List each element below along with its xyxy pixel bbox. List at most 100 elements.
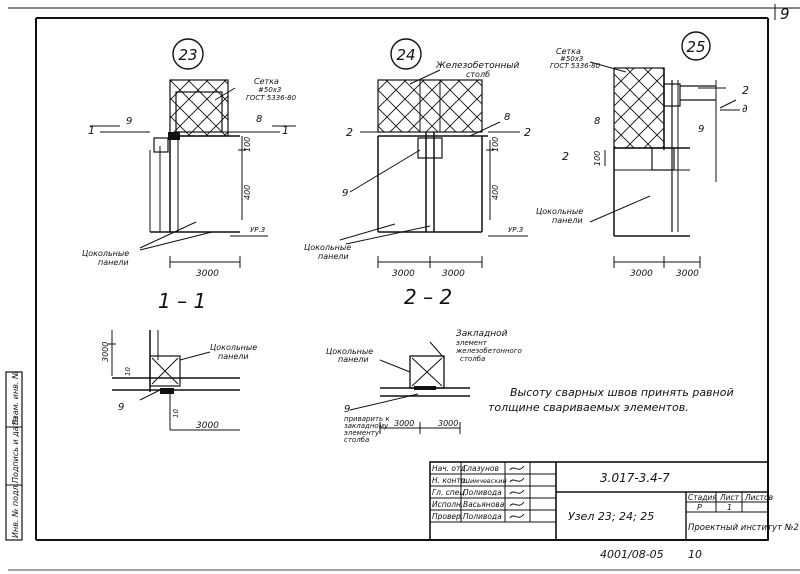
s22-emb-2: элемент — [456, 339, 488, 347]
s22-weld-3: элементу — [344, 429, 380, 437]
d23-mesh-label-2: #50x3 — [258, 86, 281, 94]
d25-base-label-1: Цокольные — [536, 207, 583, 216]
side-stamp-replace: Взам. инв. № — [11, 371, 20, 425]
d23-base-label-2: панели — [98, 258, 129, 267]
detail-23: 23 — [90, 38, 296, 268]
section-1-1-title: 1 – 1 — [158, 289, 206, 313]
d24-level: УР.3 — [508, 226, 523, 234]
s22-mark-9: 9 — [344, 404, 350, 415]
tb-role-5: Провер. — [432, 512, 463, 521]
d25-mark-right: 2 — [742, 84, 749, 97]
title-block — [429, 461, 769, 541]
detail-25-number: 25 — [686, 38, 705, 56]
section-1-1 — [108, 330, 240, 431]
tb-sheet-header: Лист — [719, 493, 740, 502]
detail-25-callout — [681, 31, 711, 61]
s11-dim-10b: 10 — [172, 409, 180, 418]
d24-column-label-1: Железобетонный — [435, 61, 520, 71]
s22-label-2: панели — [338, 355, 369, 364]
s11-dim-vertical: 3000 — [101, 342, 110, 362]
d25-dim-right: 3000 — [676, 269, 699, 279]
d24-dim-left: 3000 — [392, 269, 415, 279]
tb-institute: Проектный институт №2 — [688, 523, 799, 533]
tb-name-2: Шимчевский — [463, 477, 507, 485]
detail-24-number: 24 — [396, 46, 415, 64]
note-line-2: толщине свариваемых элементов. — [488, 401, 689, 414]
d25-dim-left: 3000 — [630, 269, 653, 279]
sheet-number: 9 — [780, 5, 790, 23]
d24-dim-100: 100 — [491, 137, 500, 152]
s22-emb-1: Закладной — [456, 329, 508, 339]
d24-mark-left: 2 — [346, 126, 353, 139]
d25-mark-8: 8 — [594, 116, 600, 127]
note-line-1: Высоту сварных швов принять равной — [510, 386, 734, 399]
s22-weld-2: закладному — [344, 422, 389, 430]
d24-base-label-1: Цокольные — [304, 243, 351, 252]
tb-role-2: Н. контр. — [432, 476, 468, 485]
side-stamp-inv: Инв. № подл. — [11, 483, 20, 538]
s22-dim-right: 3000 — [438, 419, 458, 428]
d24-mark-9: 9 — [342, 188, 348, 199]
tb-role-4: Исполн. — [432, 500, 463, 509]
detail-23-number: 23 — [178, 46, 197, 64]
d25-mesh-label-1: Сетка — [556, 47, 581, 56]
d23-mesh-label-1: Сетка — [254, 77, 279, 86]
d25-mesh-label-3: ГОСТ 5336-80 — [550, 62, 601, 70]
d23-mesh-label-3: ГОСТ 5336-80 — [246, 94, 297, 102]
detail-24: 24 — [339, 38, 528, 268]
s22-emb-4: столба — [460, 355, 485, 363]
s22-emb-3: железобетонного — [455, 347, 522, 355]
d23-mark-9: 9 — [126, 116, 132, 127]
tb-name-1: Глазунов — [463, 464, 499, 473]
d23-wall-panel — [169, 79, 229, 137]
detail-25: 25 — [589, 31, 740, 268]
s22-label-1: Цокольные — [326, 347, 373, 356]
d25-mesh-label-2: #50x3 — [560, 55, 583, 63]
d23-mark-2: 1 — [282, 124, 289, 137]
tb-name-3: Поливода — [463, 488, 502, 497]
tb-role-3: Гл. спец. — [432, 488, 467, 497]
d23-mark-1: 1 — [88, 124, 95, 137]
tb-stage: Р — [697, 503, 702, 512]
s11-label-1: Цокольные — [210, 343, 257, 352]
sheet-frame — [8, 4, 800, 541]
d23-dim-400: 400 — [243, 185, 252, 200]
d25-base-label-2: панели — [552, 216, 583, 225]
d25-mark-d: ∂ — [742, 102, 748, 115]
d25-dim-100: 100 — [593, 151, 602, 166]
detail-23-callout — [172, 38, 204, 70]
s22-weld-1: приварить к — [344, 415, 390, 423]
d24-mark-right: 2 — [524, 126, 531, 139]
d23-level: УР.3 — [250, 226, 265, 234]
d24-dim-right: 3000 — [442, 269, 465, 279]
s11-label-2: панели — [218, 352, 249, 361]
tb-name-4: Васьянова — [463, 500, 505, 509]
tb-title: Узел 23; 24; 25 — [568, 510, 654, 523]
bottom-code: 4001/08-05 — [600, 548, 664, 561]
side-stamp-sign: Подпись и дата — [11, 417, 20, 483]
d24-column — [377, 79, 483, 133]
d24-mark-8: 8 — [504, 112, 510, 123]
section-2-2-title: 2 – 2 — [404, 285, 452, 309]
detail-24-callout — [390, 38, 422, 70]
tb-sheets-header: Листов — [744, 493, 773, 502]
bottom-page: 10 — [688, 548, 702, 561]
d25-mark-left: 2 — [562, 150, 569, 163]
section-2-2 — [349, 341, 470, 434]
s22-dim-left: 3000 — [394, 419, 414, 428]
side-stamp: Инв. № подл. Подпись и дата Взам. инв. № — [5, 371, 23, 541]
d23-mark-8: 8 — [256, 114, 262, 125]
tb-stage-header: Стадия — [688, 493, 717, 502]
s11-dim-10a: 10 — [124, 367, 132, 376]
d24-column-label-2: столб — [466, 70, 490, 79]
tb-doc-code: 3.017-3.4-7 — [600, 471, 670, 485]
d23-dim-3000: 3000 — [196, 269, 219, 279]
d23-base-label-1: Цокольные — [82, 249, 129, 258]
d25-wall-panel — [613, 67, 665, 149]
tb-sheet: 1 — [727, 503, 732, 512]
tb-role-1: Нач. отд. — [432, 464, 468, 473]
s11-dim-3000: 3000 — [196, 421, 219, 431]
s22-weld-4: столба — [344, 436, 369, 444]
s11-mark-9: 9 — [118, 402, 124, 413]
